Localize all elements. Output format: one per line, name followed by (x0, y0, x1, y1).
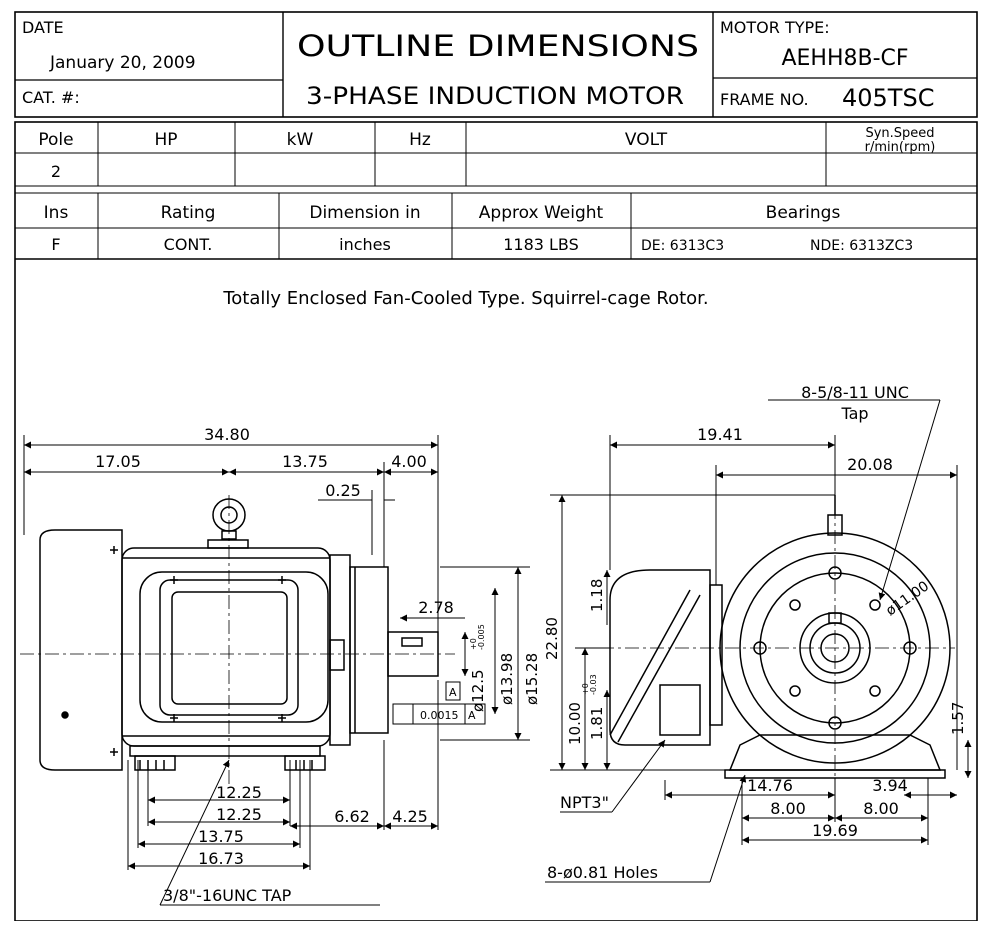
dim-shaft-diameter: ø12.5 (469, 669, 487, 712)
dim-height-10-00: 10.00 (566, 702, 584, 745)
val-ins: F (51, 235, 60, 254)
side-view-labels: 34.80 17.05 13.75 4.00 0.25 2.78 ø12.5 +… (95, 425, 541, 905)
dim-shoulder: 0.25 (325, 481, 361, 500)
dim-end-19-41: 19.41 (697, 425, 743, 444)
dim-height-tol-minus: -0.03 (589, 674, 598, 695)
col-rating: Rating (161, 203, 216, 223)
dim-1-57: 1.57 (949, 702, 967, 735)
dim-3-94: 3.94 (872, 776, 908, 795)
val-bearing-de: DE: 6313C3 (641, 238, 724, 254)
dim-foot-4: 16.73 (198, 849, 244, 868)
val-bearing-nde: NDE: 6313ZC3 (810, 238, 913, 254)
dim-overall-length: 34.80 (204, 425, 250, 444)
dim-end-20-08: 20.08 (847, 455, 893, 474)
val-pole: 2 (51, 162, 61, 181)
dim-foot-1: 12.25 (216, 783, 262, 802)
frame-value: 405TSC (842, 84, 934, 112)
holes-note: 8-ø0.81 Holes (547, 863, 658, 882)
dim-foot-2: 12.25 (216, 805, 262, 824)
title-outline-dimensions: OUTLINE DIMENSIONS (297, 29, 699, 63)
col-hz: Hz (409, 130, 431, 150)
runout-value: 0.0015 (420, 709, 459, 722)
val-dimension: inches (339, 235, 391, 254)
dim-foot-3: 13.75 (198, 827, 244, 846)
motor-description: Totally Enclosed Fan-Cooled Type. Squirr… (222, 288, 708, 309)
dim-shaft-tol-plus: +0 (469, 638, 478, 650)
end-view-labels: 8-5/8-11 UNC Tap 19.41 20.08 22.80 10.00… (543, 383, 967, 882)
side-view (20, 495, 455, 785)
col-ins: Ins (44, 203, 69, 223)
dim-19-69: 19.69 (812, 821, 858, 840)
cat-number-label: CAT. #: (22, 88, 80, 107)
col-dimension: Dimension in (309, 203, 420, 223)
val-rating: CONT. (164, 235, 213, 254)
col-syn-speed: Syn.Speed (865, 126, 934, 141)
col-pole: Pole (38, 130, 73, 150)
dim-1-81: 1.81 (588, 707, 606, 740)
date-value: January 20, 2009 (49, 53, 196, 73)
dim-8-00-left: 8.00 (770, 799, 806, 818)
dim-shaft-extension: 4.00 (391, 452, 427, 471)
dim-shaft-tol-minus: -0.005 (477, 624, 486, 650)
dim-bolt-circle: ø11.00 (883, 578, 932, 619)
datum-a: A (449, 686, 457, 699)
title-block: DATE January 20, 2009 CAT. #: OUTLINE DI… (14, 11, 978, 118)
motor-type-label: MOTOR TYPE: (720, 18, 830, 37)
col-volt: VOLT (625, 130, 668, 150)
frame-label: FRAME NO. (720, 90, 809, 109)
motor-type-value: AEHH8B-CF (781, 46, 908, 71)
col-kw: kW (287, 130, 314, 150)
col-rpm: r/min(rpm) (865, 140, 936, 155)
col-weight: Approx Weight (479, 203, 604, 223)
dim-dia-1398: ø13.98 (498, 653, 516, 705)
end-view-dimensions (545, 399, 972, 883)
dim-dia-1528: ø15.28 (523, 653, 541, 705)
dim-height-22-80: 22.80 (543, 617, 561, 660)
tap-note: 3/8"-16UNC TAP (163, 886, 292, 905)
tap-note-line1: 8-5/8-11 UNC (801, 383, 909, 402)
end-view (600, 495, 955, 785)
tap-note-line2: Tap (840, 404, 868, 423)
dim-14-76: 14.76 (747, 776, 793, 795)
dim-8-00-right: 8.00 (863, 799, 899, 818)
date-label: DATE (22, 18, 64, 37)
title-induction-motor: 3-PHASE INDUCTION MOTOR (306, 82, 684, 110)
npt-note: NPT3" (560, 793, 609, 812)
dim-height-tol-plus: +0 (581, 683, 590, 695)
dim-foot-end: 4.25 (392, 807, 428, 826)
col-bearings: Bearings (766, 203, 841, 223)
val-weight: 1183 LBS (503, 235, 579, 254)
dim-foot-side: 6.62 (334, 807, 370, 826)
dim-1-18: 1.18 (588, 579, 606, 612)
side-view-dimensions (23, 435, 530, 906)
spec-table: Pole HP kW Hz VOLT Syn.Speed r/min(rpm) … (14, 121, 978, 922)
col-hp: HP (154, 130, 177, 150)
dim-front-length: 17.05 (95, 452, 141, 471)
dim-keyway-length: 2.78 (418, 598, 454, 617)
runout-datum: A (468, 709, 476, 722)
dim-mid-length: 13.75 (282, 452, 328, 471)
